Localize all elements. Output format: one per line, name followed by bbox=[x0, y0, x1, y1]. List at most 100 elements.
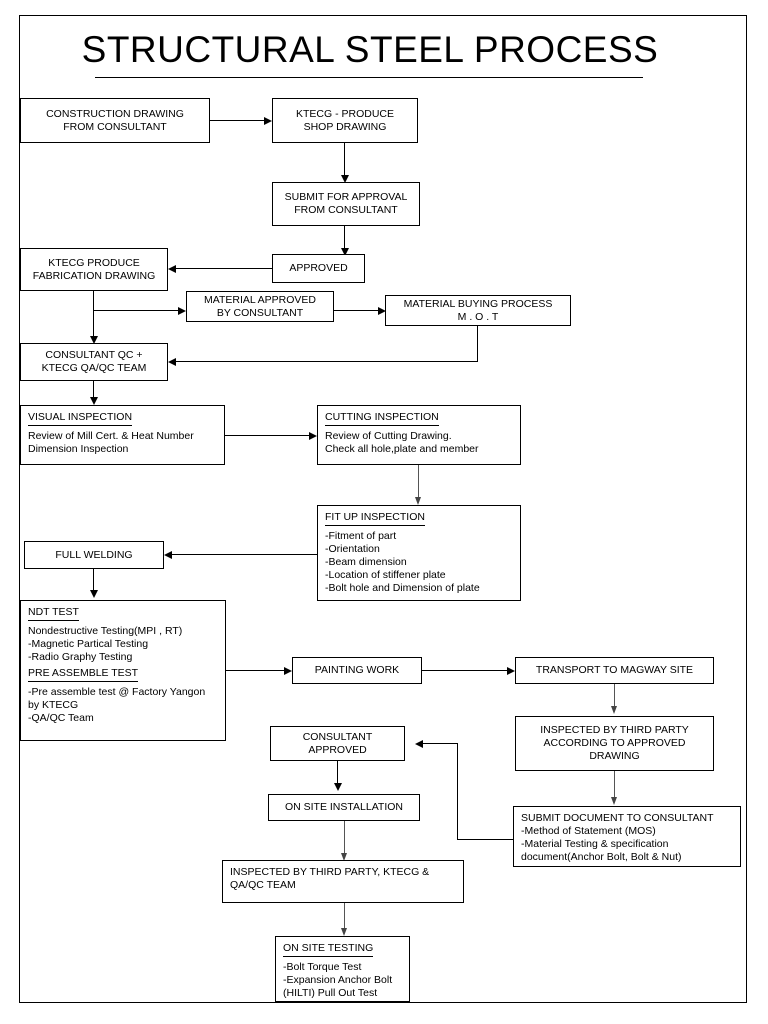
node-ktecg-shop-drawing[interactable]: KTECG - PRODUCE SHOP DRAWING bbox=[272, 98, 418, 143]
node-line: CONSULTANT bbox=[302, 730, 373, 743]
arrowhead-left-icon bbox=[168, 357, 176, 366]
arrowhead-down-icon bbox=[333, 783, 342, 791]
arrowhead-left-icon bbox=[415, 739, 423, 748]
arrowhead-down-icon bbox=[340, 853, 347, 861]
node-transport-to-magway-site[interactable]: TRANSPORT TO MAGWAY SITE bbox=[515, 657, 714, 684]
node-line: FABRICATION DRAWING bbox=[32, 269, 156, 282]
node-line: Review of Mill Cert. & Heat Number bbox=[28, 430, 194, 442]
node-line: FROM CONSULTANT bbox=[63, 120, 167, 133]
connector-welding-to-ndt bbox=[93, 569, 95, 594]
arrowhead-down-icon bbox=[340, 248, 349, 256]
connector-cutting-to-fitup bbox=[418, 465, 420, 501]
node-line: INSPECTED BY THIRD PARTY bbox=[540, 724, 689, 736]
node-consultant-approved[interactable]: CONSULTANT APPROVED bbox=[270, 726, 405, 761]
arrowhead-down-icon bbox=[89, 397, 98, 405]
node-line: KTECG PRODUCE bbox=[48, 256, 140, 269]
connector-shop-to-submit bbox=[344, 143, 346, 178]
connector-construction-to-shop bbox=[210, 120, 265, 122]
node-painting-work[interactable]: PAINTING WORK bbox=[292, 657, 422, 684]
node-line: Dimension Inspection bbox=[28, 443, 129, 455]
connector-painting-to-transport bbox=[422, 670, 508, 672]
node-visual-inspection[interactable]: VISUAL INSPECTION Review of Mill Cert. &… bbox=[20, 405, 225, 465]
node-line: DRAWING bbox=[589, 750, 640, 762]
node-line: -QA/QC Team bbox=[28, 712, 94, 724]
node-consultant-qc[interactable]: CONSULTANT QC + KTECG QA/QC TEAM bbox=[20, 343, 168, 381]
node-line: BY CONSULTANT bbox=[216, 306, 304, 319]
node-line: -Material Testing & specification bbox=[521, 838, 669, 850]
node-inspected-by-third-party[interactable]: INSPECTED BY THIRD PARTY ACCORDING TO AP… bbox=[515, 716, 714, 771]
node-line: CONSULTANT QC + bbox=[45, 349, 143, 361]
connector-approved-to-fabrication bbox=[176, 268, 272, 270]
connector-visual-to-cutting bbox=[225, 435, 310, 437]
node-line: -Method of Statement (MOS) bbox=[521, 825, 656, 837]
connector-ndt-to-painting bbox=[226, 670, 285, 672]
node-ktecg-fabrication-drawing[interactable]: KTECG PRODUCE FABRICATION DRAWING bbox=[20, 248, 168, 291]
node-line: Review of Cutting Drawing. bbox=[325, 430, 452, 442]
connector-approved-to-installation bbox=[337, 761, 339, 787]
page-title: STRUCTURAL STEEL PROCESS bbox=[81, 29, 659, 70]
node-line: APPROVED bbox=[289, 262, 348, 274]
node-heading: FIT UP INSPECTION bbox=[325, 511, 425, 526]
connector-submitdoc-to-consultant-approved bbox=[423, 743, 458, 745]
node-construction-drawing[interactable]: CONSTRUCTION DRAWING FROM CONSULTANT bbox=[20, 98, 210, 143]
node-line: -Magnetic Partical Testing bbox=[28, 638, 149, 650]
node-line: Check all hole,plate and member bbox=[325, 443, 479, 455]
node-line: ON SITE INSTALLATION bbox=[284, 801, 404, 813]
connector-buying-to-qc bbox=[176, 361, 478, 363]
node-full-welding[interactable]: FULL WELDING bbox=[24, 541, 164, 569]
connector-installation-to-inspected-site bbox=[344, 821, 346, 857]
node-material-buying-process[interactable]: MATERIAL BUYING PROCESS M . O . T bbox=[385, 295, 571, 326]
node-heading: VISUAL INSPECTION bbox=[28, 411, 133, 426]
node-heading: CUTTING INSPECTION bbox=[325, 411, 439, 426]
node-line: -Expansion Anchor Bolt bbox=[283, 974, 393, 986]
arrowhead-right-icon bbox=[284, 666, 292, 675]
node-line: SUBMIT FOR APPROVAL bbox=[284, 191, 408, 203]
arrowhead-down-icon bbox=[89, 336, 98, 344]
node-cutting-inspection[interactable]: CUTTING INSPECTION Review of Cutting Dra… bbox=[317, 405, 521, 465]
arrowhead-down-icon bbox=[414, 497, 421, 505]
arrowhead-down-icon bbox=[340, 928, 347, 936]
node-line: MATERIAL APPROVED bbox=[203, 293, 317, 306]
arrowhead-down-icon bbox=[340, 175, 349, 183]
connector-qc-to-visual bbox=[93, 381, 95, 401]
node-submit-document-to-consultant[interactable]: SUBMIT DOCUMENT TO CONSULTANT -Method of… bbox=[513, 806, 741, 867]
arrowhead-left-icon bbox=[168, 264, 176, 273]
node-line: APPROVED bbox=[308, 743, 367, 756]
node-line: MATERIAL BUYING PROCESS bbox=[403, 297, 553, 310]
node-line: KTECG - PRODUCE bbox=[295, 107, 394, 120]
connector-submit-to-approved bbox=[344, 226, 346, 252]
node-heading: ON SITE TESTING bbox=[283, 942, 374, 957]
node-fit-up-inspection[interactable]: FIT UP INSPECTION -Fitment of part -Orie… bbox=[317, 505, 521, 601]
node-line: FROM CONSULTANT bbox=[294, 204, 398, 216]
connector-fabrication-to-qc bbox=[93, 310, 95, 340]
node-line: M . O . T bbox=[457, 310, 499, 323]
node-line: document(Anchor Bolt, Bolt & Nut) bbox=[521, 851, 682, 863]
arrowhead-right-icon bbox=[378, 306, 386, 315]
node-on-site-testing[interactable]: ON SITE TESTING -Bolt Torque Test -Expan… bbox=[275, 936, 410, 1002]
arrowhead-right-icon bbox=[178, 306, 186, 315]
node-line: -Bolt Torque Test bbox=[283, 961, 362, 973]
node-line: TRANSPORT TO MAGWAY SITE bbox=[535, 664, 694, 676]
title-underline bbox=[95, 77, 643, 78]
connector-inspected-to-submit-doc bbox=[614, 771, 616, 801]
node-line: SHOP DRAWING bbox=[303, 120, 387, 133]
node-line: QA/QC TEAM bbox=[230, 879, 296, 891]
node-line: -Pre assemble test @ Factory Yangon bbox=[28, 686, 206, 698]
node-line: KTECG QA/QC TEAM bbox=[41, 362, 147, 374]
connector-fitup-to-welding bbox=[172, 554, 318, 556]
connector-transport-to-inspected bbox=[614, 684, 616, 710]
node-line: -Bolt hole and Dimension of plate bbox=[325, 582, 480, 594]
node-line: INSPECTED BY THIRD PARTY, KTECG & bbox=[230, 866, 430, 878]
node-on-site-installation[interactable]: ON SITE INSTALLATION bbox=[268, 794, 420, 821]
connector-submitdoc-left bbox=[457, 839, 514, 841]
node-submit-for-approval[interactable]: SUBMIT FOR APPROVAL FROM CONSULTANT bbox=[272, 182, 420, 226]
arrowhead-right-icon bbox=[264, 116, 272, 125]
node-approved[interactable]: APPROVED bbox=[272, 254, 365, 283]
node-line: Nondestructive Testing(MPI , RT) bbox=[28, 625, 183, 637]
connector-material-approved-to-buying bbox=[334, 310, 379, 312]
node-material-approved[interactable]: MATERIAL APPROVED BY CONSULTANT bbox=[186, 291, 334, 322]
node-inspected-by-third-party-site[interactable]: INSPECTED BY THIRD PARTY, KTECG & QA/QC … bbox=[222, 860, 464, 903]
node-heading-secondary: PRE ASSEMBLE TEST bbox=[28, 667, 139, 682]
node-ndt-test[interactable]: NDT TEST Nondestructive Testing(MPI , RT… bbox=[20, 600, 226, 741]
